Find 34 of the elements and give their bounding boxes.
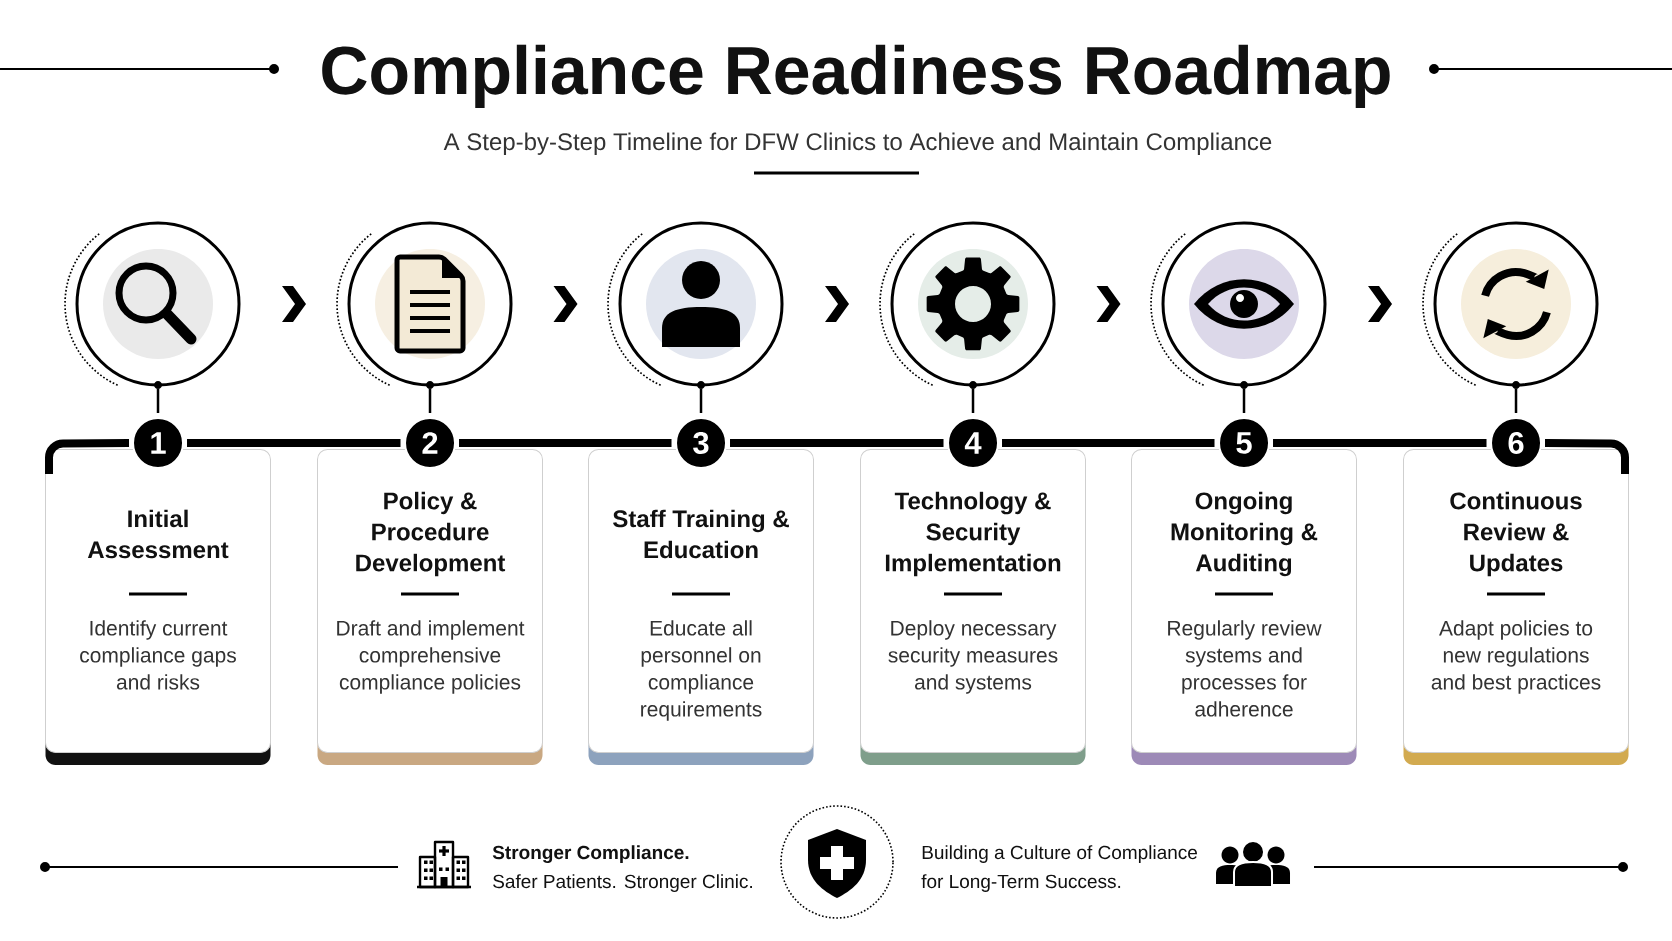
step-title: Initial Assessment — [87, 509, 229, 559]
tagline: Building a Culture of Compliance for Long-Term Success. — [921, 845, 1197, 892]
title: Compliance Readiness Roadmap — [322, 44, 1390, 109]
step-description: Educate all personnel on compliance requirements — [641, 620, 762, 721]
step-description: Identify current compliance gaps and risks — [80, 620, 236, 690]
tagline: Safer Patients. Stronger Clinic. — [493, 874, 752, 892]
chevron-arrow — [825, 286, 849, 322]
subtitle: A Step-by-Step Timeline for DFW Clinics to Achieve and Maintain Compliance — [443, 132, 1272, 155]
step-title: Ongoing Monitoring & Auditing — [1171, 491, 1318, 577]
step-description: Regularly review systems and processes for adherence — [1168, 620, 1322, 717]
step-description: Draft and implement comprehensive compliance policies — [337, 620, 525, 694]
connector-line — [156, 389, 160, 413]
number-badge: 6 — [1490, 417, 1542, 469]
number-badge: 2 — [404, 417, 456, 469]
step-description: Adapt policies to new regulations and best practices — [1431, 620, 1601, 694]
step-description: Deploy necessary security measures and systems — [888, 620, 1058, 694]
number-badge: 5 — [1218, 417, 1270, 469]
step-title: Staff Training & Education — [613, 509, 789, 559]
number-badge: 3 — [675, 417, 727, 469]
chevron-arrow — [1096, 286, 1121, 322]
connector-line — [1242, 389, 1246, 413]
number-badge: 1 — [132, 417, 184, 469]
connector-line — [971, 389, 975, 413]
number-badge: 4 — [947, 417, 999, 469]
chevron-arrow — [282, 286, 306, 322]
chevron-arrow — [553, 286, 578, 322]
chevron-arrow — [1368, 286, 1392, 322]
connector-line — [428, 389, 432, 413]
step-title: Technology & Security Implementation — [885, 491, 1061, 577]
tagline: Stronger Compliance. — [492, 845, 689, 863]
connector-line — [1514, 389, 1518, 413]
connector-line — [699, 389, 703, 413]
step-title: Policy & Procedure Development — [356, 491, 506, 577]
step-title: Continuous Review & Updates — [1450, 491, 1582, 577]
